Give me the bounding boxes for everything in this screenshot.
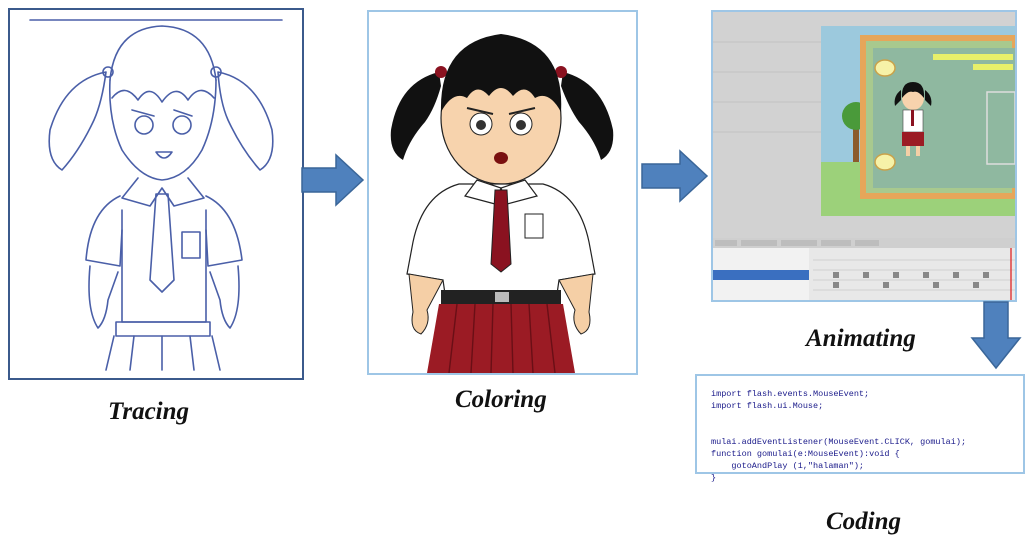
code-line [711, 424, 966, 436]
code-line: gotoAndPlay (1,"halaman"); [711, 461, 865, 471]
caption-tracing: Tracing [108, 398, 190, 425]
code-line: import flash.ui.Mouse; [711, 401, 824, 411]
skirt [427, 304, 575, 373]
tie [490, 189, 512, 273]
caption-animating: Animating [806, 325, 916, 352]
hair [440, 34, 562, 112]
animating-panel [711, 10, 1018, 302]
code-line: mulai.addEventListener(MouseEvent.CLICK,… [711, 437, 967, 447]
code-line: } [711, 473, 717, 483]
code-block: import flash.events.MouseEvent; import f… [711, 388, 966, 484]
left-ponytail [390, 72, 441, 160]
tracing-panel [8, 8, 304, 380]
right-ponytail [561, 72, 614, 160]
coloring-panel [367, 10, 638, 375]
animation-software-screenshot [713, 12, 1018, 300]
caption-coloring: Coloring [455, 386, 547, 413]
caption-coding: Coding [826, 508, 902, 535]
colored-character [390, 34, 614, 374]
tracing-line-art [29, 19, 283, 371]
arrow-right-icon [641, 149, 709, 203]
arrow-right-icon [301, 153, 365, 207]
coding-panel: import flash.events.MouseEvent; import f… [695, 374, 1025, 483]
code-line: function gomulai(e:MouseEvent):void { [711, 449, 900, 459]
arrow-down-icon [970, 301, 1022, 370]
code-line [711, 412, 966, 424]
code-line: import flash.events.MouseEvent; [711, 389, 870, 399]
